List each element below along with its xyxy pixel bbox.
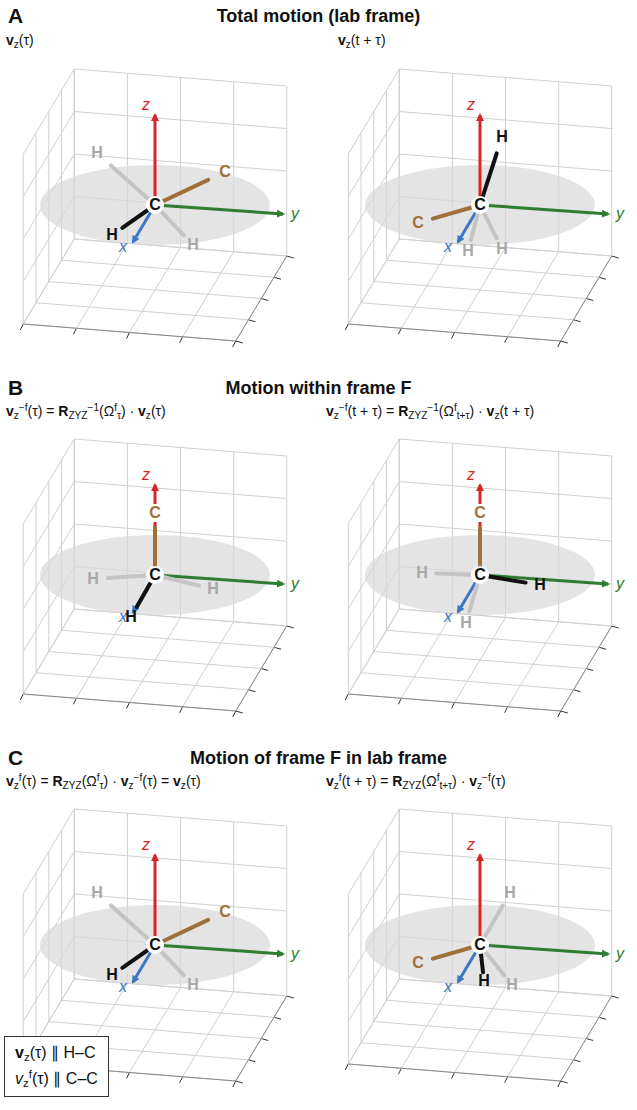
atom-label: C [474, 196, 486, 214]
atom-label: H [187, 976, 199, 994]
note-box: vz(τ) ∥ H–Cvzf(τ) ∥ C–C [4, 1036, 109, 1097]
equation: vz(τ) [6, 32, 34, 50]
panel-letter: A [8, 4, 23, 28]
atom-label: C [474, 566, 486, 584]
atom [146, 196, 164, 214]
atom-label: C [412, 954, 424, 972]
axes-box [20, 439, 294, 717]
atom-label: H [106, 966, 118, 984]
axis-label: z [467, 836, 475, 854]
axis-label: z [142, 466, 150, 484]
atom-label: C [147, 504, 163, 522]
atom [471, 566, 489, 584]
axis-label: y [291, 575, 299, 593]
axis-label: y [616, 945, 624, 963]
z-axis [479, 485, 482, 575]
axis-label: x [444, 978, 452, 996]
atom [146, 566, 164, 584]
atom-label: H [496, 128, 508, 146]
atom-label: C [149, 566, 161, 584]
atom-label: H [496, 240, 508, 258]
atom-label: C [149, 936, 161, 954]
atom-label: H [534, 576, 546, 594]
atom-label: H [506, 976, 518, 994]
z-axis [154, 485, 157, 575]
panel-title: Motion within frame F [0, 378, 637, 399]
atom-label: C [149, 196, 161, 214]
axes-box [20, 809, 294, 1087]
equation: vz(t + τ) [338, 32, 386, 50]
axis-label: x [444, 238, 452, 256]
axes-box [20, 69, 294, 347]
panel-title: Total motion (lab frame) [0, 6, 637, 27]
atom-label: H [125, 608, 137, 626]
axis-label: z [467, 96, 475, 114]
atom [471, 196, 489, 214]
axes-box [345, 809, 619, 1087]
atom-label: H [91, 884, 103, 902]
atom-label: H [504, 884, 516, 902]
note-text: vz(τ) ∥ H–C [15, 1041, 98, 1066]
atom [471, 936, 489, 954]
axis-label: x [119, 238, 127, 256]
note-text: vzf(τ) ∥ C–C [15, 1066, 98, 1092]
axis-label: y [616, 205, 624, 223]
atom [146, 936, 164, 954]
axis-label: y [291, 945, 299, 963]
axis-label: x [119, 978, 127, 996]
panel-title: Motion of frame F in lab frame [0, 748, 637, 769]
atom-label: C [474, 936, 486, 954]
equation: vz−f(t + τ) = RZYZ−1(Ωft+τ) · vz(t + τ) [326, 402, 534, 421]
y-axis [155, 945, 283, 954]
panel-letter: B [8, 376, 23, 400]
atom-label: H [478, 972, 490, 990]
atom-label: C [219, 903, 231, 921]
atom-label: C [472, 504, 488, 522]
axis-label: y [291, 205, 299, 223]
equation: vz−f(τ) = RZYZ−1(Ωfτ) · vz(τ) [6, 402, 166, 421]
atom-label: H [462, 242, 474, 260]
axis-label: z [467, 466, 475, 484]
axes-box [345, 439, 619, 717]
z-axis [154, 115, 157, 205]
atom-label: H [91, 144, 103, 162]
equation: vzf(t + τ) = RZYZ(Ωft+τ) · vz−f(τ) [326, 772, 506, 791]
atom-label: H [87, 570, 99, 588]
atom-label: H [416, 564, 428, 582]
axis-label: z [142, 96, 150, 114]
atom-label: H [187, 236, 199, 254]
equation: vzf(τ) = RZYZ(Ωfτ) · vz−f(τ) = vz(τ) [6, 772, 201, 791]
atom-label: H [460, 614, 472, 632]
atom-label: H [106, 226, 118, 244]
z-axis [154, 855, 157, 945]
atom-label: C [412, 214, 424, 232]
atom-label: C [219, 163, 231, 181]
atom-label: H [207, 580, 219, 598]
z-axis [479, 115, 482, 205]
y-axis [480, 945, 608, 954]
axis-label: y [616, 575, 624, 593]
axes-box [345, 69, 619, 347]
z-axis [479, 855, 482, 945]
y-axis [155, 205, 283, 214]
axis-label: x [444, 608, 452, 626]
panel-letter: C [8, 746, 23, 770]
axis-label: z [142, 836, 150, 854]
y-axis [480, 205, 608, 214]
